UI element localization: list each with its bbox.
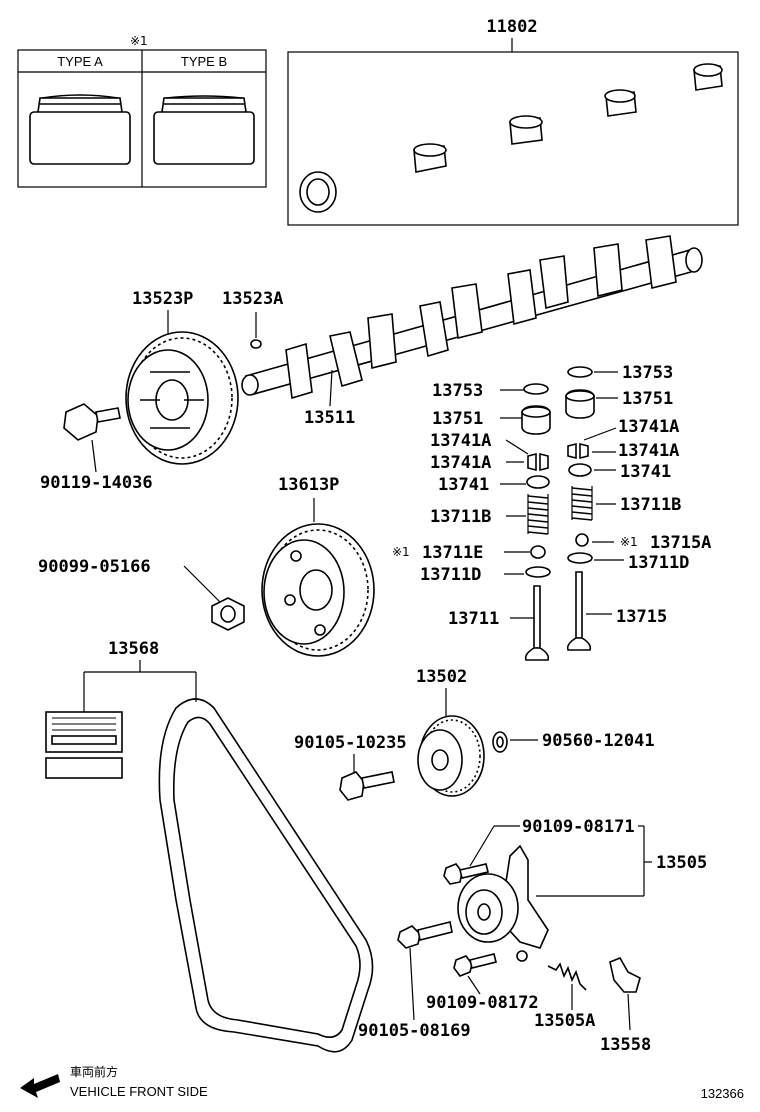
camshaft: 13511 [241, 235, 703, 428]
idler-pulley: 13502 [416, 667, 485, 797]
part-90119-label: 90119-14036 [40, 473, 153, 493]
right-13715-label: 13715 [616, 607, 667, 627]
crankshaft-timing-pulley: 13613P [261, 475, 375, 657]
part-13505-label: 13505 [656, 853, 707, 873]
left-13711d-label: 13711D [420, 565, 481, 585]
part-90099-label: 90099-05166 [38, 557, 151, 577]
vehicle-front-jp: 車両前方 [70, 1064, 118, 1079]
left-13753-label: 13753 [432, 381, 483, 401]
part-13613p-label: 13613P [278, 475, 339, 495]
valve-train-intake: 13753 13751 13741A 13741A 13741 13711B ※… [392, 381, 551, 661]
right-valve-spring [571, 486, 593, 521]
nut-90099: 90099-05166 [38, 557, 245, 631]
tension-spring: 13505A [534, 962, 595, 1031]
part-13511-label: 13511 [304, 408, 355, 428]
type-b-seal [153, 95, 255, 165]
note-marker: ※1 [130, 34, 148, 48]
exhaust-valve [566, 571, 592, 651]
part-90105-10235-label: 90105-10235 [294, 733, 407, 753]
vehicle-front-en: VEHICLE FRONT SIDE [70, 1084, 208, 1099]
part-13568-label: 13568 [108, 639, 159, 659]
right-13741-label: 13741 [620, 462, 671, 482]
bearing-5 [693, 63, 723, 91]
part-11802-label: 11802 [486, 17, 537, 37]
tensioner-assembly: 90109-08171 13505 90105-08169 [358, 817, 707, 1055]
right-13741a-label-1: 13741A [618, 417, 679, 437]
left-13711b-label: 13711B [430, 507, 491, 527]
bearing-3 [509, 115, 543, 145]
left-valve-spring [527, 494, 549, 535]
bolt-90105-08169: 90105-08169 [358, 921, 471, 1041]
part-90105-08169-label: 90105-08169 [358, 1021, 471, 1041]
left-13741a-label-2: 13741A [430, 453, 491, 473]
part-90109-08172-label: 90109-08172 [426, 993, 539, 1013]
tensioner-body [457, 844, 549, 962]
timing-belt: 13568 [45, 639, 374, 1053]
type-a-seal [29, 94, 131, 165]
belt-label-tag [45, 711, 123, 779]
right-13753-label: 13753 [622, 363, 673, 383]
part-13523a-label: 13523A [222, 289, 283, 309]
bolt-90105-10235: 90105-10235 [294, 733, 407, 801]
part-13502-label: 13502 [416, 667, 467, 687]
figure-id: 132366 [701, 1086, 744, 1101]
left-13751-label: 13751 [432, 409, 483, 429]
camshaft-bearing-set: 11802 [287, 17, 739, 226]
right-13711d-label: 13711D [628, 553, 689, 573]
bearing-4 [604, 89, 637, 117]
right-13741a-label-2: 13741A [618, 441, 679, 461]
right-note-marker: ※1 [620, 535, 638, 549]
bearing-1 [299, 171, 337, 213]
camshaft-timing-pulley: 13523P [125, 289, 239, 465]
part-90109-08171-label: 90109-08171 [522, 817, 635, 837]
part-90560-label: 90560-12041 [542, 731, 655, 751]
type-b-label: TYPE B [181, 54, 227, 69]
pulley-bolt-90119: 90119-14036 [40, 403, 153, 493]
right-13751-label: 13751 [622, 389, 673, 409]
part-13523p-label: 13523P [132, 289, 193, 309]
left-13711-label: 13711 [448, 609, 499, 629]
bearing-2 [413, 143, 447, 173]
bolt-90109-08172: 90109-08172 [426, 953, 539, 1013]
left-13741-label: 13741 [438, 475, 489, 495]
cam-lobes [285, 235, 677, 400]
knock-pin: 13523A [222, 289, 283, 349]
intake-valve [524, 585, 550, 661]
part-13505a-label: 13505A [534, 1011, 595, 1031]
vehicle-front-indicator: 車両前方 VEHICLE FRONT SIDE [20, 1064, 208, 1099]
valve-train-exhaust: 13753 13751 13741A 13741A 13741 13711B ※… [565, 363, 711, 651]
left-note-marker: ※1 [392, 545, 410, 559]
left-13711e-label: 13711E [422, 543, 483, 563]
front-arrow-icon [20, 1074, 60, 1098]
bracket-13558: 13558 [600, 956, 651, 1055]
right-13711b-label: 13711B [620, 495, 681, 515]
right-13715a-label: 13715A [650, 533, 711, 553]
left-13741a-label-1: 13741A [430, 431, 491, 451]
seal-type-box: ※1 TYPE A TYPE B [17, 34, 267, 188]
type-a-label: TYPE A [57, 54, 103, 69]
washer-90560: 90560-12041 [492, 731, 655, 753]
part-13558-label: 13558 [600, 1035, 651, 1055]
